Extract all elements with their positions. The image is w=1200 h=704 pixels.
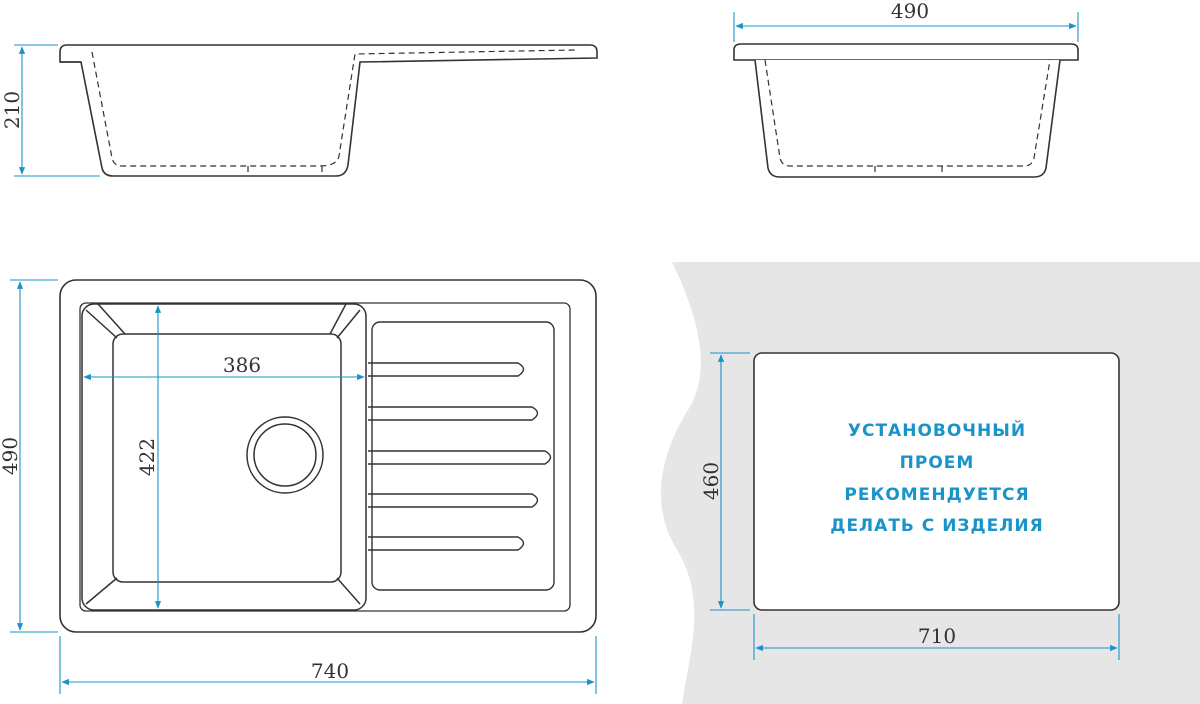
- top-view-depth-dimension: [10, 279, 58, 633]
- cutout-width-label: 710: [918, 624, 956, 648]
- drainboard-groove: [368, 493, 539, 508]
- side-view-height-label: 210: [0, 91, 24, 129]
- drainboard-groove: [368, 536, 525, 551]
- top-view-outer-rim: [59, 279, 597, 633]
- drainboard-panel: [371, 321, 555, 591]
- cutout-width-dimension: [753, 614, 1120, 660]
- top-view-width-label: 740: [311, 659, 349, 683]
- end-view-hidden-lines: [764, 59, 1051, 172]
- drainboard: [368, 321, 555, 591]
- drain-outer-ring: [246, 416, 324, 494]
- drainboard-groove: [368, 450, 552, 465]
- end-view-outline: [733, 43, 1079, 178]
- side-view: 210: [0, 44, 598, 177]
- side-view-outline: [59, 44, 598, 177]
- cutout-height-label: 460: [699, 462, 723, 500]
- top-view-inner-rim: [79, 302, 571, 612]
- top-view-depth-label: 490: [0, 437, 22, 475]
- cutout-note-line-3: РЕКОМЕНДУЕТСЯ: [844, 485, 1029, 505]
- cutout-note-line-2: ПРОЕМ: [900, 453, 975, 473]
- bowl: [81, 303, 367, 611]
- cutout-opening: [753, 352, 1120, 611]
- side-view-hidden-lines: [91, 49, 576, 172]
- cutout-note: УСТАНОВОЧНЫЙ ПРОЕМ РЕКОМЕНДУЕТСЯ ДЕЛАТЬ …: [830, 419, 1043, 536]
- end-view-width-label: 490: [891, 0, 929, 23]
- bowl-outer-edge: [81, 303, 367, 611]
- end-view-width-dimension: [733, 12, 1079, 42]
- bowl-width-label: 386: [223, 353, 261, 377]
- side-view-height-dimension: [14, 44, 100, 177]
- drain-inner-ring: [253, 423, 317, 487]
- cutout-template: УСТАНОВОЧНЫЙ ПРОЕМ РЕКОМЕНДУЕТСЯ ДЕЛАТЬ …: [660, 262, 1200, 704]
- end-view: 490: [733, 0, 1079, 178]
- top-view-width-dimension: [59, 636, 597, 694]
- drainboard-groove: [368, 362, 525, 377]
- cutout-height-dimension: [710, 352, 750, 611]
- drain-hole: [246, 416, 324, 494]
- cutout-note-line-4: ДЕЛАТЬ С ИЗДЕЛИЯ: [830, 516, 1043, 536]
- cutout-note-line-1: УСТАНОВОЧНЫЙ: [848, 419, 1026, 441]
- bowl-depth-label: 422: [135, 438, 159, 476]
- bowl-floor: [112, 333, 342, 583]
- top-view: 490 740 386 422: [0, 279, 597, 694]
- drainboard-groove: [368, 406, 539, 421]
